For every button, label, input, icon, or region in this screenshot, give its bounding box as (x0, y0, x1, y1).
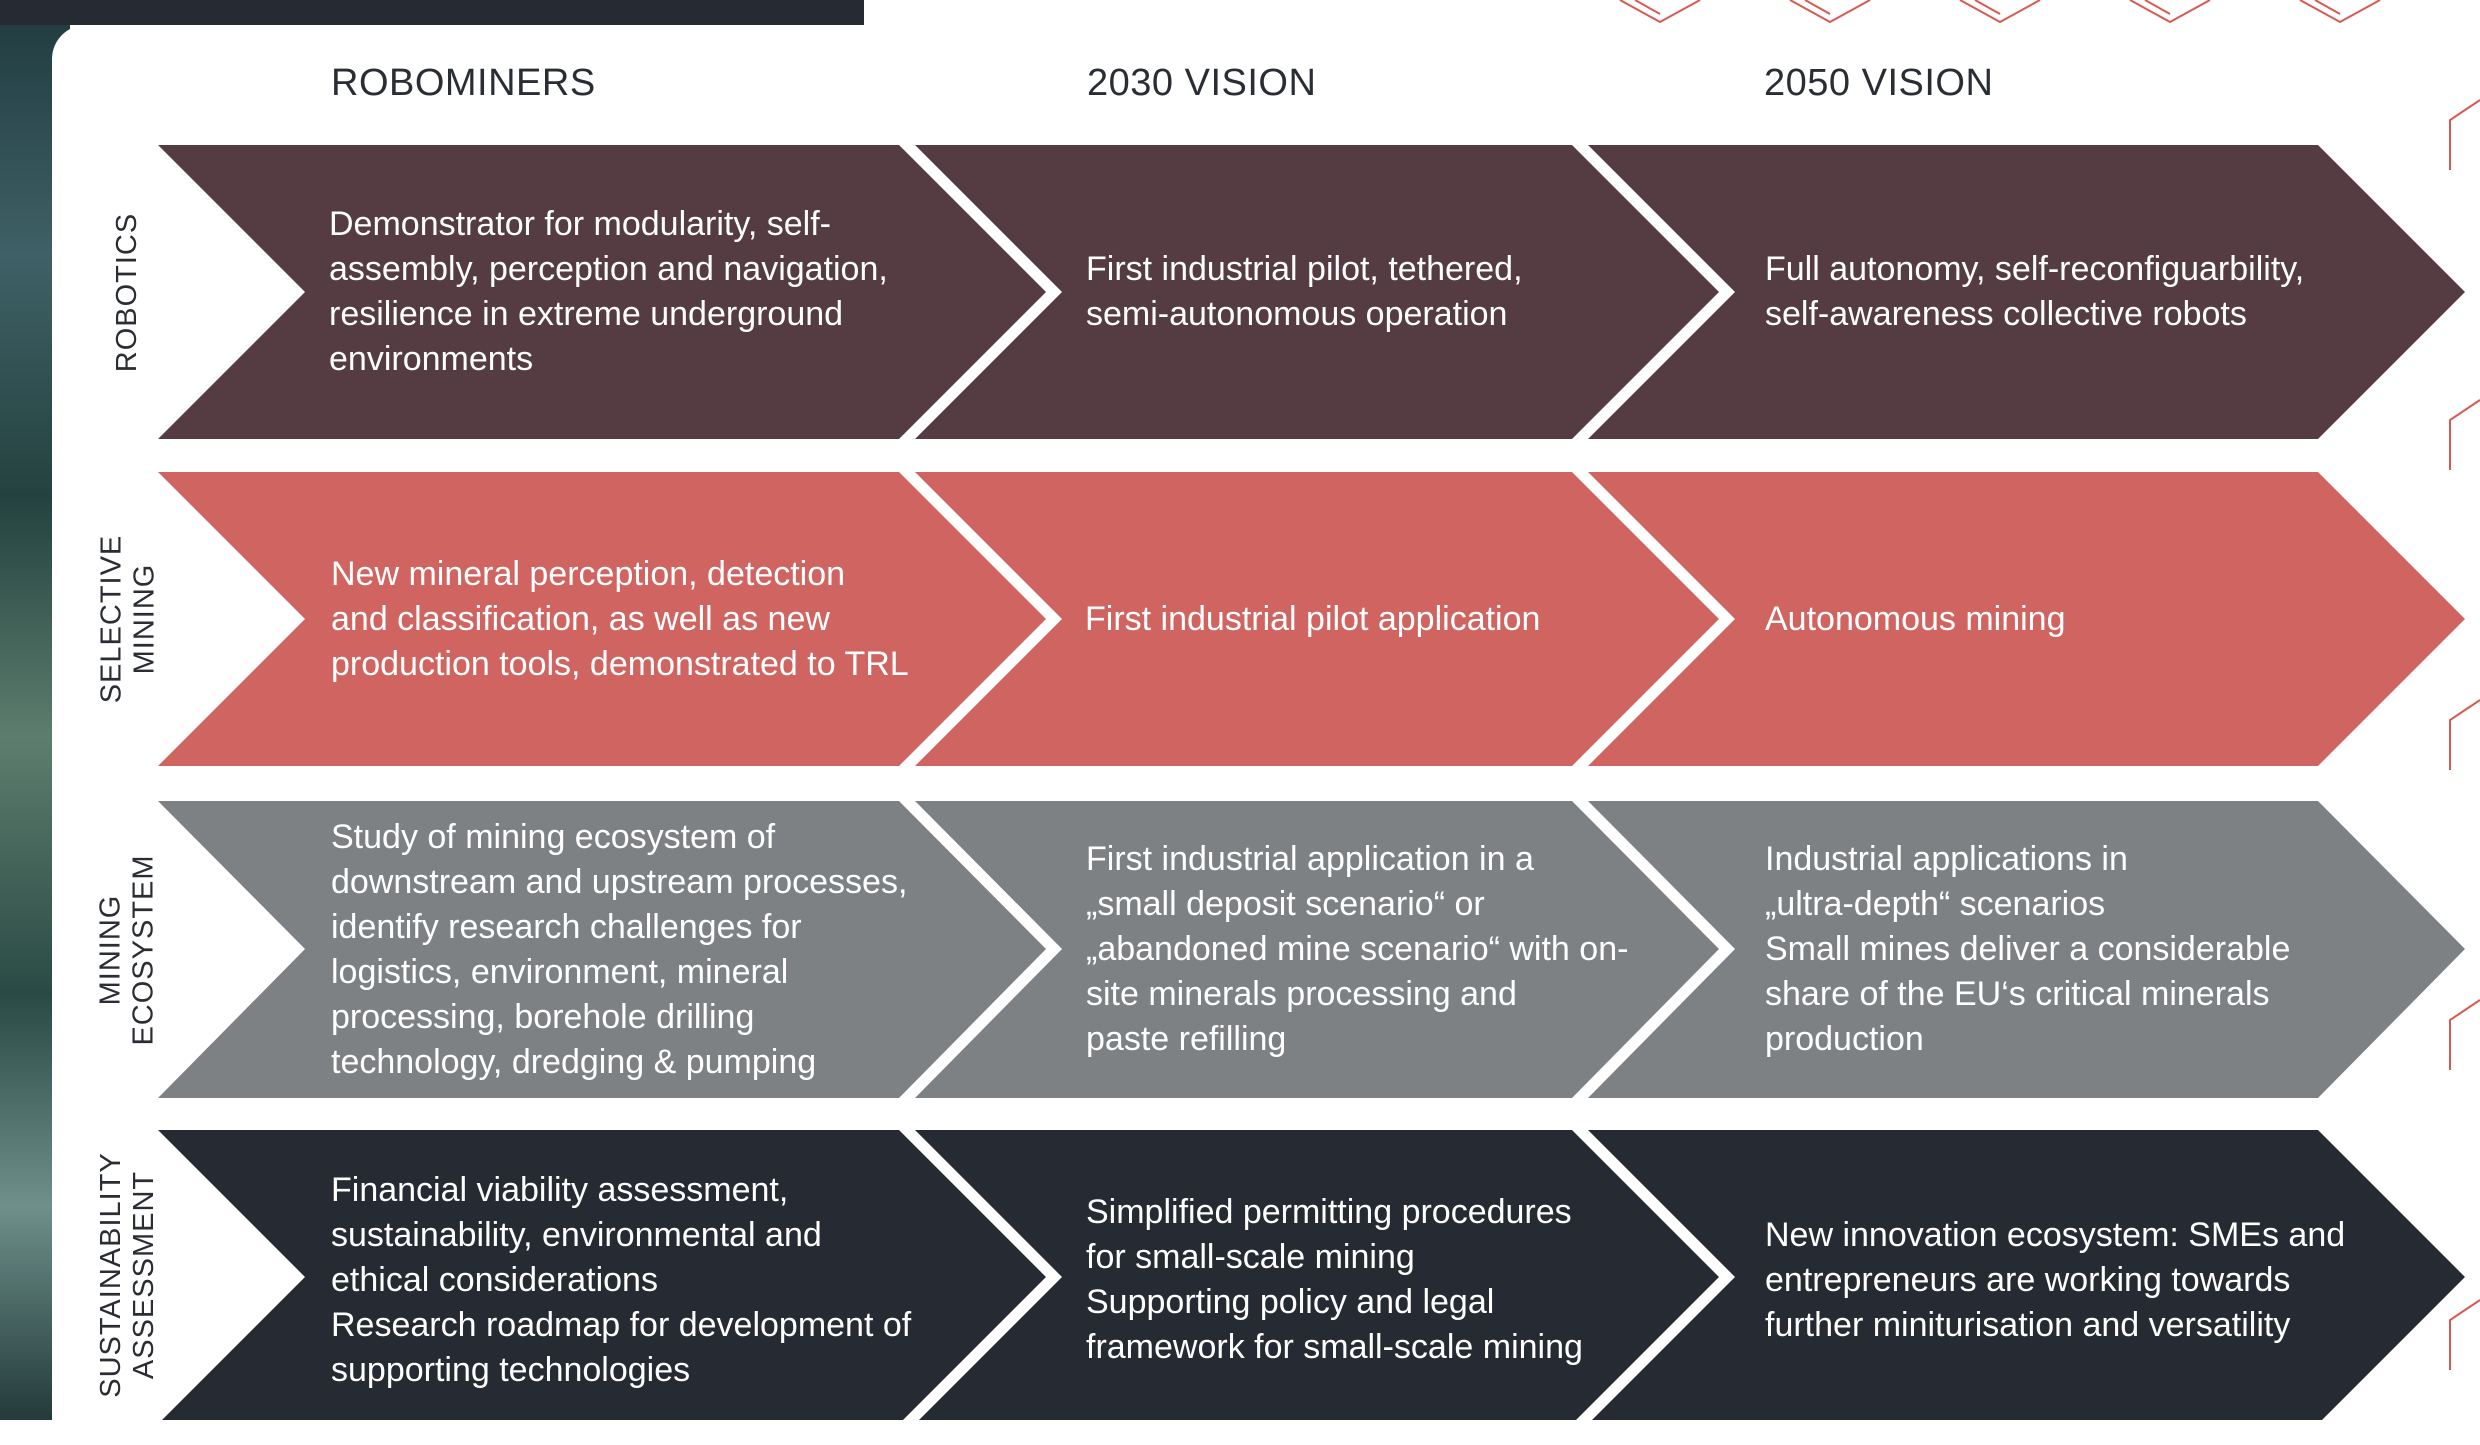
cell-robotics-robominers: Demonstrator for modularity, self- assem… (329, 205, 888, 378)
cell-sustainability-robominers: Financial viability assessment, sustaina… (331, 1170, 912, 1389)
cell-ecosystem-2050: Industrial applications in „ultra-depth“… (1765, 840, 2291, 1058)
header-band (0, 0, 864, 25)
cell-sustainability-2050: New innovation ecosystem: SMEs and entre… (1765, 1215, 2346, 1344)
chevron-sustainability-robominers (158, 1130, 1046, 1420)
chevron-sustainability-2050 (1588, 1130, 2465, 1420)
chevron-ecosystem-2030 (915, 801, 1719, 1098)
chevron-selective-2050 (1588, 472, 2465, 766)
cell-robotics-2050: Full autonomy, self-reconfiguarbility, s… (1765, 250, 2305, 333)
cell-ecosystem-2030: First industrial application in a „small… (1086, 840, 1629, 1058)
column-header-robominers: ROBOMINERS (331, 62, 596, 104)
decorative-side-marks (2449, 99, 2480, 1370)
chevron-robotics-2050 (1588, 145, 2465, 439)
cell-selective-2030: First industrial pilot application (1085, 599, 1541, 638)
chevron-selective-robominers (158, 472, 1046, 766)
cell-ecosystem-robominers: Study of mining ecosystem of downstream … (331, 817, 908, 1081)
cell-selective-robominers: New mineral perception, detection and cl… (331, 554, 909, 683)
cell-robotics-2030: First industrial pilot, tethered, semi-a… (1086, 250, 1523, 333)
column-header-2050-vision: 2050 VISION (1764, 62, 1994, 104)
cell-selective-2050: Autonomous mining (1765, 599, 2066, 638)
chevron-sustainability-2030 (915, 1130, 1719, 1420)
chevron-ecosystem-robominers (158, 801, 1046, 1098)
chevron-robotics-2030 (915, 145, 1719, 439)
decorative-chevrons (1619, 0, 2381, 24)
chevron-robotics-robominers (158, 145, 1046, 439)
chevron-selective-2030 (915, 472, 1719, 766)
cell-sustainability-2030: Simplified permitting procedures for sma… (1086, 1193, 1583, 1366)
column-header-2030-vision: 2030 VISION (1087, 62, 1317, 104)
chevron-ecosystem-2050 (1588, 801, 2465, 1098)
